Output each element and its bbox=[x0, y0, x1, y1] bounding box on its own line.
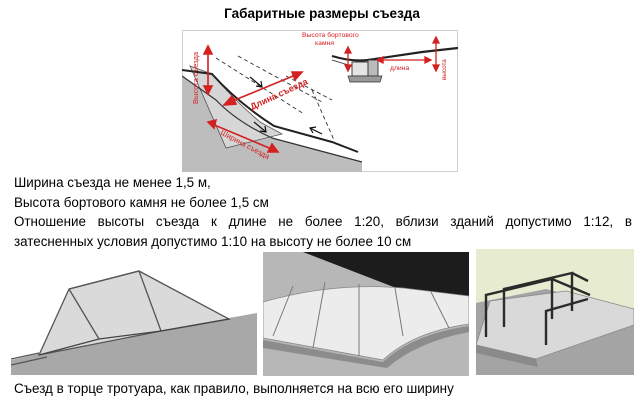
curb-height-label-2: камня bbox=[315, 40, 334, 47]
page-title: Габаритные размеры съезда bbox=[224, 6, 420, 21]
ramp-photo-middle bbox=[263, 252, 469, 376]
curb-height-label-1: Высота бортового bbox=[302, 31, 359, 39]
requirement-ratio: Отношение высоты съезда к длине не более… bbox=[14, 214, 632, 229]
requirement-curb-height: Высота бортового камня не более 1,5 см bbox=[14, 194, 269, 210]
curb-height-dim-label: высота bbox=[441, 59, 448, 80]
ramp-photo-left bbox=[11, 255, 257, 375]
caption-text: Съезд в торце тротуара, как правило, вып… bbox=[14, 381, 454, 396]
curb-line bbox=[182, 69, 359, 153]
ramp-photo-right bbox=[476, 249, 634, 375]
curb-detail-inset: Высота бортового камня длина высота bbox=[302, 31, 458, 83]
height-label: Высота съезда bbox=[191, 51, 200, 104]
requirement-width: Ширина съезда не менее 1,5 м, bbox=[14, 175, 211, 190]
curb-length-label: длина bbox=[390, 65, 409, 72]
ramp-dimensions-diagram: Высота съезда Длина съезда Ширина съезда… bbox=[182, 30, 458, 172]
requirements-text: Ширина съезда не менее 1,5 м, Высота бор… bbox=[14, 173, 632, 251]
requirement-ratio-cont: затесненных условия допустимо 1:10 на вы… bbox=[14, 233, 412, 249]
